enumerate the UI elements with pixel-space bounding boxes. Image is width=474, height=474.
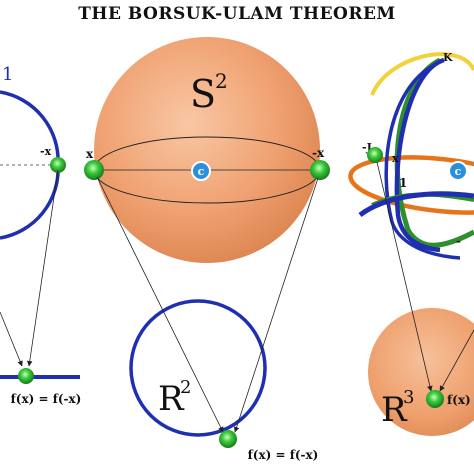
- left-formula: f(x) = f(-x): [11, 392, 82, 406]
- left-point: [50, 157, 66, 173]
- sphere-center-label: c: [198, 165, 205, 178]
- figure-title: THE BORSUK-ULAM THEOREM: [78, 4, 396, 24]
- left-image-point: [18, 368, 34, 384]
- space-label: R: [381, 390, 408, 430]
- map-arrow-from-minus-x: [233, 177, 319, 433]
- space-image-point: [426, 390, 444, 408]
- left-panel: 1 -x f(x) = f(-x): [0, 64, 81, 406]
- plane-label: R: [158, 379, 185, 419]
- right-formula: f(x): [447, 393, 471, 407]
- right-center-marker: [448, 161, 468, 181]
- label-x-right: x: [392, 152, 399, 165]
- sphere-exponent: 2: [215, 69, 228, 93]
- space-exponent: 3: [403, 387, 414, 408]
- blue-band: [358, 191, 474, 218]
- green-ring: [394, 57, 474, 248]
- label-dash: -: [456, 234, 461, 248]
- sphere-center-marker: [191, 161, 211, 181]
- sphere-point-x: [84, 160, 104, 180]
- orange-ring: [348, 155, 474, 215]
- ball-r3: [368, 308, 474, 436]
- right-panel: K -J x 1 - c R 3 f(x): [348, 51, 474, 436]
- blue-ring-outer: [394, 57, 445, 253]
- sphere-point-minus-x: [310, 160, 330, 180]
- plane-exponent: 2: [180, 377, 191, 398]
- right-map-arrow-1: [376, 161, 433, 392]
- label-k: K: [443, 51, 453, 64]
- yellow-ring: [370, 52, 474, 96]
- plane-circle-r2: [129, 299, 267, 437]
- left-map-arrow-2: [0, 311, 23, 367]
- label-minus-j: -J: [362, 141, 372, 154]
- sphere-s2: [94, 37, 320, 263]
- plane-image-point: [219, 430, 237, 448]
- sphere-left-point-label: x: [86, 147, 94, 161]
- blue-ring-inner: [384, 62, 461, 260]
- right-map-arrow-2: [439, 329, 474, 392]
- center-panel: S 2 c x -x R 2 f(x) = f(-x): [84, 37, 330, 462]
- map-arrow-from-x: [96, 176, 224, 433]
- sphere-right-point-label: -x: [312, 146, 325, 160]
- right-point-minus-j: [367, 147, 383, 163]
- left-map-arrow: [26, 169, 59, 367]
- right-center-label: c: [455, 165, 462, 178]
- center-formula: f(x) = f(-x): [248, 448, 319, 462]
- left-fragment-label: 1: [2, 64, 13, 85]
- sphere-label: S: [190, 72, 216, 116]
- left-point-label: -x: [40, 145, 52, 158]
- label-one: 1: [399, 176, 407, 190]
